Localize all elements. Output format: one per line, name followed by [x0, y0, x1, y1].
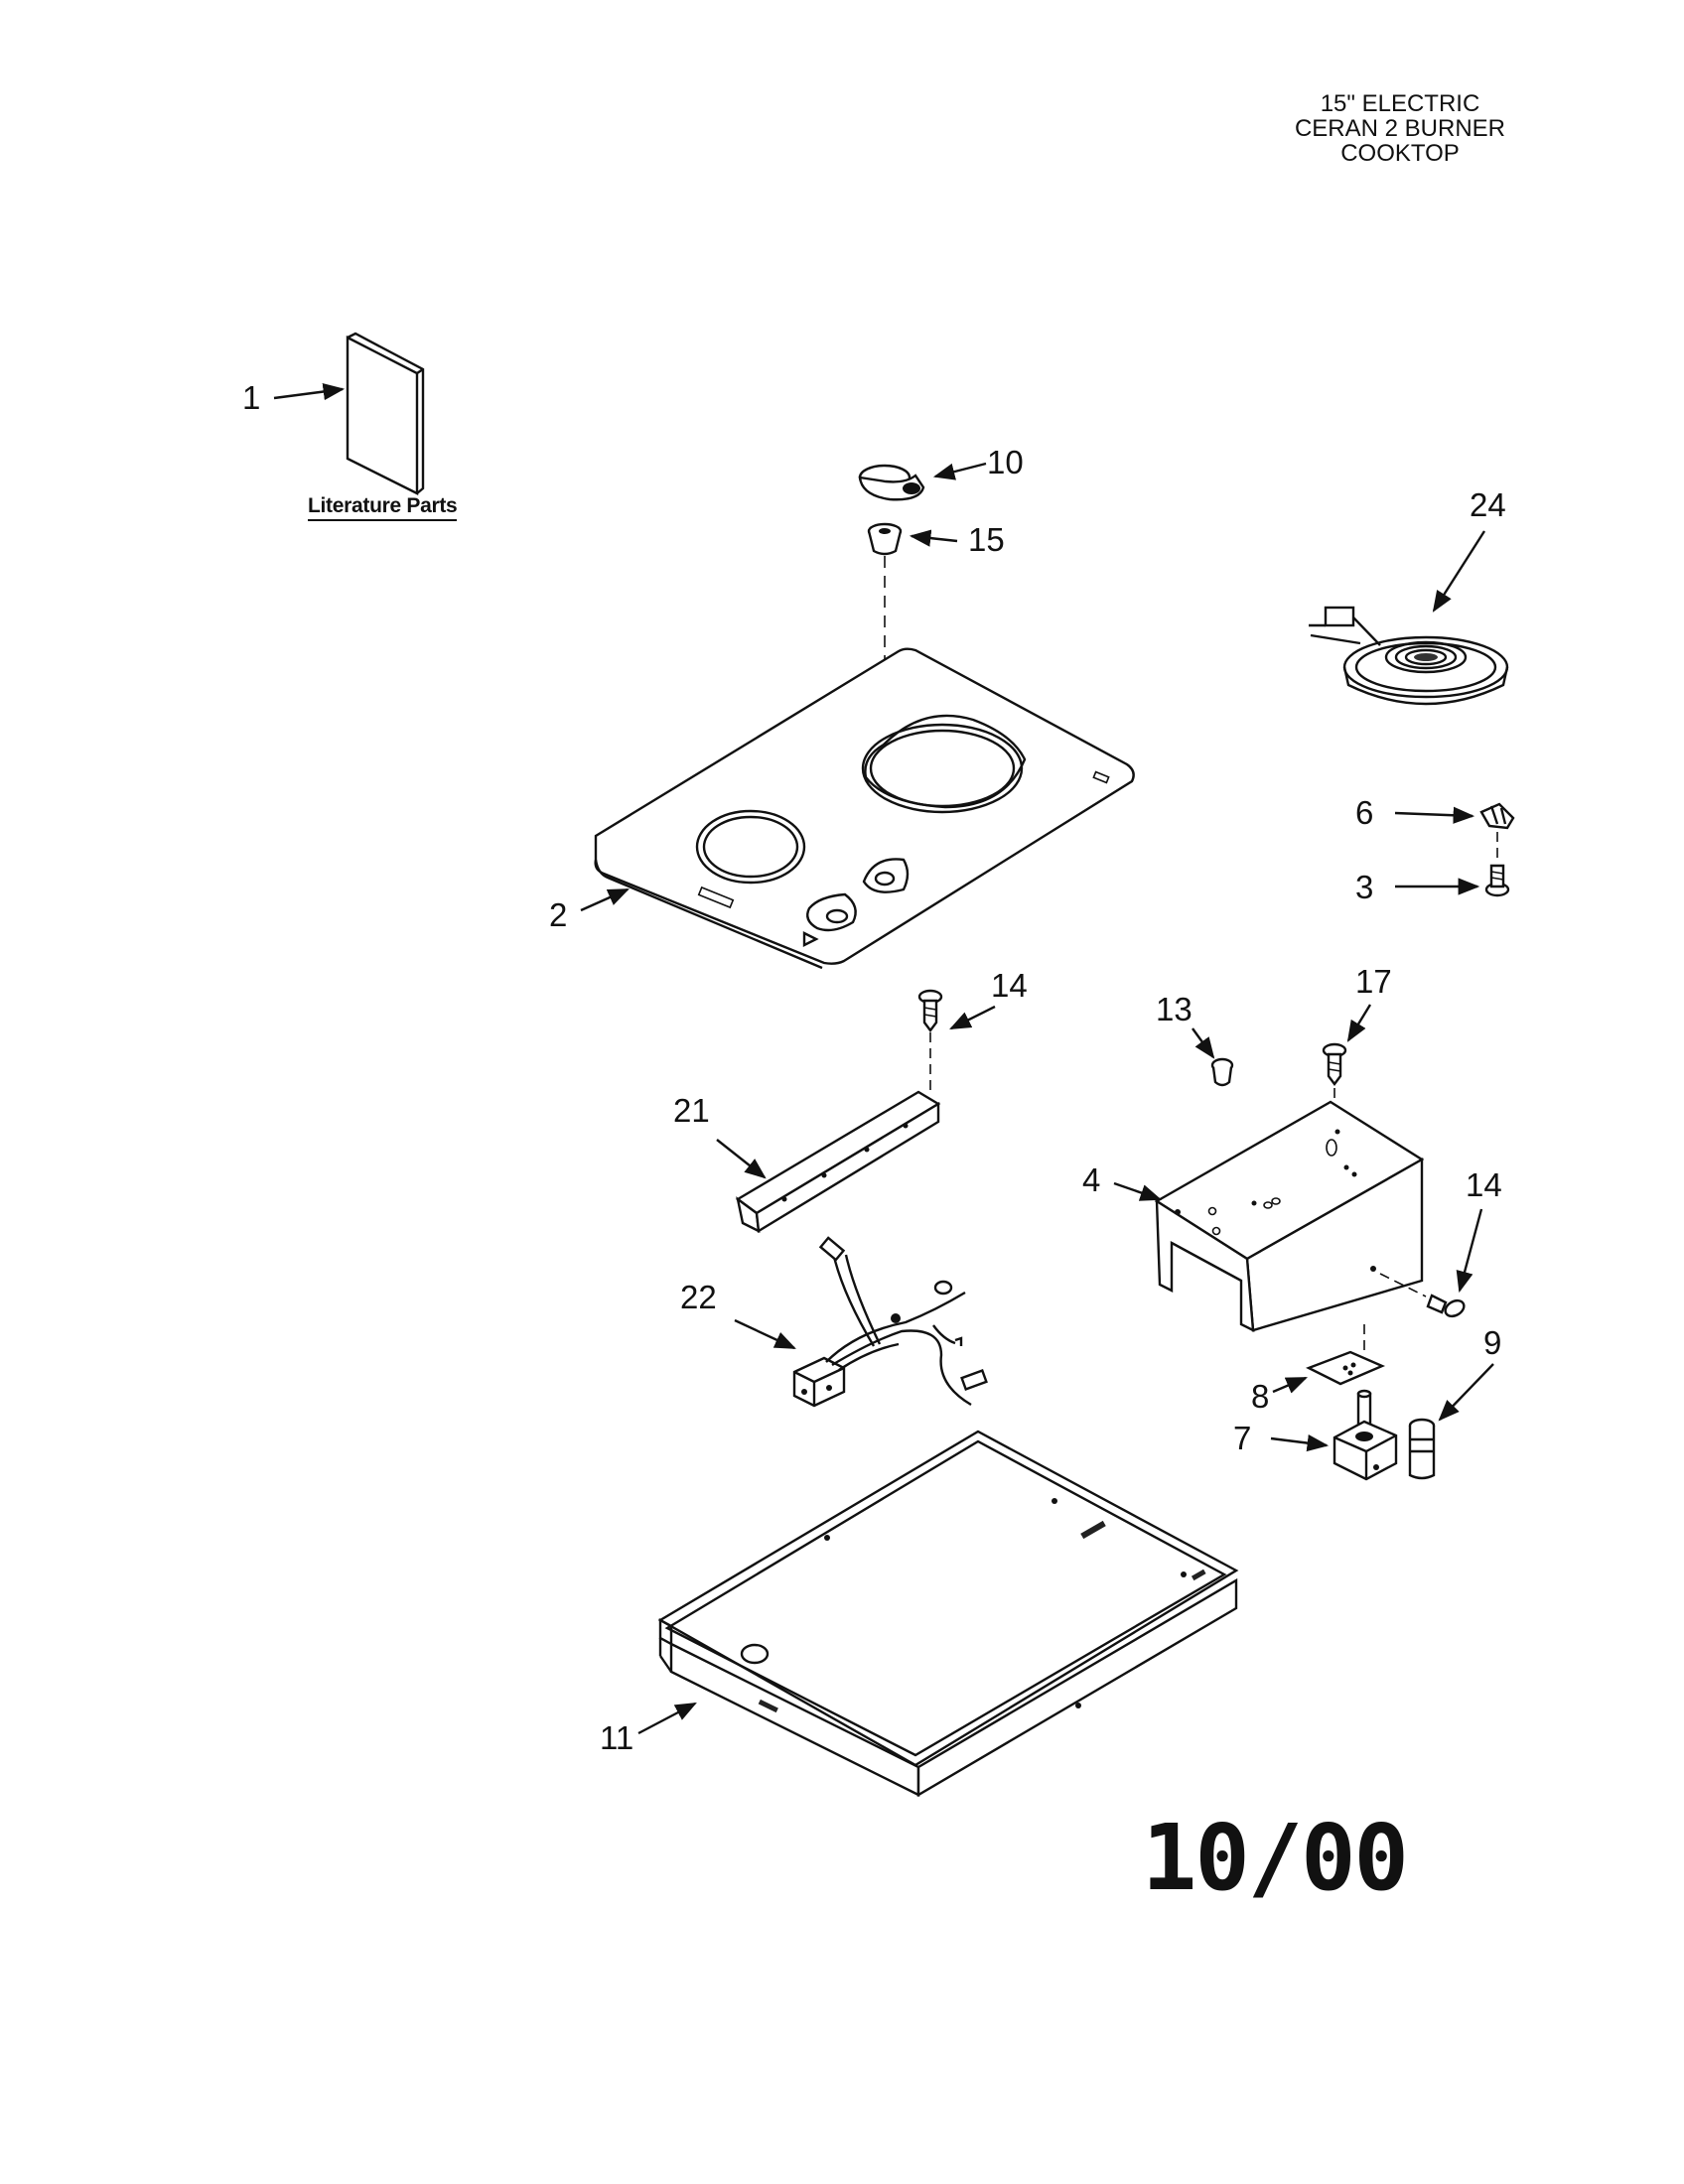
literature-booklet-part	[346, 332, 425, 495]
leader-9	[1438, 1363, 1494, 1422]
callout-8: 8	[1251, 1378, 1269, 1415]
callout-13: 13	[1156, 991, 1193, 1027]
wire-harness-part	[792, 1236, 988, 1408]
callout-1: 1	[242, 379, 260, 416]
callout-15: 15	[968, 521, 1005, 558]
callout-14-lower: 14	[1466, 1166, 1502, 1203]
leader-4	[1113, 1181, 1163, 1201]
literature-parts-label: Literature Parts	[308, 494, 458, 521]
screw-part-14-upper	[917, 989, 943, 1032]
hole-plug-part	[1210, 1057, 1234, 1087]
glass-cooktop-part	[594, 647, 1135, 970]
leader-15	[909, 529, 958, 547]
diagram-title: 15" ELECTRIC CERAN 2 BURNER COOKTOP	[1231, 91, 1569, 166]
leader-21	[716, 1139, 767, 1179]
assembly-centerline-side-screw	[1379, 1273, 1427, 1297]
leader-14-lower	[1456, 1208, 1483, 1294]
leader-24	[1432, 530, 1486, 613]
callout-7: 7	[1233, 1420, 1251, 1456]
callout-3: 3	[1355, 869, 1373, 905]
callout-6: 6	[1355, 794, 1373, 831]
base-tray-part	[657, 1430, 1239, 1798]
callout-21: 21	[673, 1092, 710, 1129]
leader-13	[1192, 1027, 1215, 1059]
callout-2: 2	[549, 896, 567, 933]
title-line-3: COOKTOP	[1340, 140, 1460, 167]
leader-11	[637, 1702, 697, 1735]
leader-22	[734, 1318, 796, 1350]
leader-17	[1346, 1004, 1372, 1042]
control-knob-part	[858, 464, 925, 501]
leader-1	[273, 382, 346, 401]
mounting-bracket-part	[735, 1090, 941, 1234]
leader-2	[580, 887, 630, 912]
knob-bushing-part	[867, 522, 903, 556]
screw-part-14-lower	[1426, 1294, 1466, 1318]
control-switch-part	[1333, 1389, 1398, 1481]
title-line-1: 15" ELECTRIC	[1320, 90, 1480, 117]
callout-14-upper: 14	[991, 967, 1028, 1004]
mounting-clip-part	[1479, 802, 1515, 830]
callout-9: 9	[1483, 1324, 1501, 1361]
screw-part-17	[1322, 1042, 1347, 1086]
leader-8	[1272, 1376, 1308, 1394]
control-box-part	[1154, 1100, 1425, 1333]
callout-4: 4	[1082, 1161, 1100, 1198]
switch-plate-part	[1306, 1350, 1386, 1386]
callout-22: 22	[680, 1279, 717, 1315]
callout-17: 17	[1355, 963, 1392, 1000]
callout-24: 24	[1470, 486, 1506, 523]
leader-14-upper	[949, 1005, 996, 1030]
screw-part-3	[1484, 864, 1510, 897]
callout-10: 10	[987, 444, 1024, 480]
date-code: 10/00	[1142, 1805, 1409, 1911]
callout-11: 11	[600, 1719, 633, 1756]
title-line-2: CERAN 2 BURNER	[1294, 115, 1506, 142]
radiant-element-part	[1309, 606, 1509, 706]
indicator-light-part	[1408, 1418, 1436, 1480]
leader-10	[932, 462, 987, 480]
leader-7	[1270, 1434, 1330, 1452]
leader-6	[1394, 806, 1475, 824]
